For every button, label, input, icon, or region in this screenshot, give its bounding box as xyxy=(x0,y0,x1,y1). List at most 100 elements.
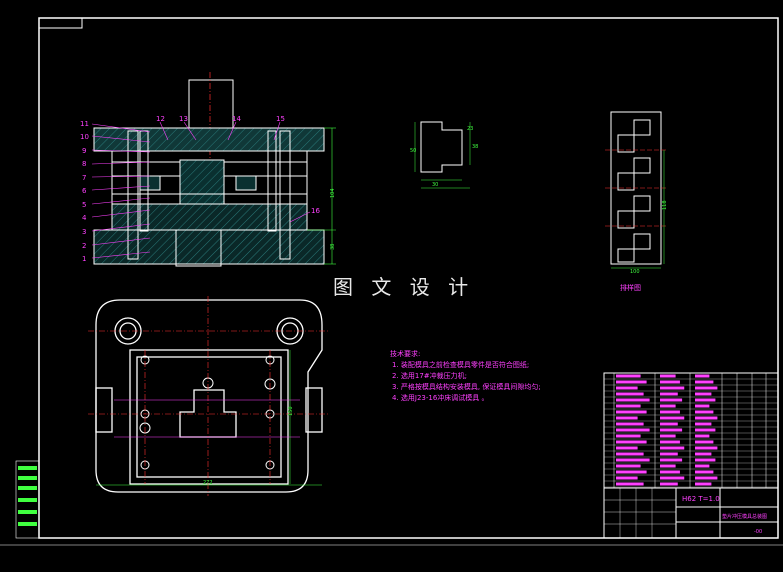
bom-entry xyxy=(695,422,712,426)
bom-entry xyxy=(695,482,712,486)
bom-entry xyxy=(695,446,718,450)
bom-entry xyxy=(616,398,650,402)
sheet-border xyxy=(38,17,779,539)
bom-entry xyxy=(616,422,644,426)
section-view xyxy=(93,72,325,267)
bom-entry xyxy=(616,428,650,432)
part-number: 10 xyxy=(80,133,89,141)
title-sheet-code: -00 xyxy=(754,529,762,535)
bom-entry xyxy=(616,380,647,384)
bom-entry xyxy=(695,416,718,420)
bom-entry xyxy=(695,470,714,474)
bom-entry xyxy=(616,452,644,456)
bom-entry xyxy=(616,386,638,390)
note-item: 2. 选用17#冲裁压力机; xyxy=(392,371,467,380)
plan-holes xyxy=(139,355,276,470)
part-number: 5 xyxy=(82,201,86,209)
left-revision-strip xyxy=(15,460,40,539)
bom-entry xyxy=(660,404,676,408)
bom-entry xyxy=(660,446,685,450)
bom-entry xyxy=(695,464,710,468)
bom-entry xyxy=(660,482,678,486)
section-leaders xyxy=(91,121,311,259)
bom-entry xyxy=(660,416,685,420)
dim-label: 100 xyxy=(630,269,640,275)
bom-entry xyxy=(660,428,683,432)
dim-label: 104 xyxy=(330,188,336,198)
bom-entry xyxy=(695,374,710,378)
bom-entry xyxy=(660,392,678,396)
bom-entry xyxy=(660,434,676,438)
part-number: 6 xyxy=(82,187,87,195)
note-item: 1. 装配模具之前检查模具零件是否符合图纸; xyxy=(392,360,529,369)
bom-entry xyxy=(660,476,685,480)
bom-entry xyxy=(616,440,647,444)
bom-entry xyxy=(660,374,676,378)
part-number: 4 xyxy=(82,214,87,222)
bom-entry xyxy=(660,386,685,390)
bom-entry xyxy=(660,422,678,426)
part-number: 12 xyxy=(156,115,165,123)
bom-grid xyxy=(613,373,767,488)
bom-entry xyxy=(616,416,638,420)
bom-entry xyxy=(695,404,710,408)
section-part-numbers: 11 10 9 8 7 6 5 4 3 2 1 12 13 14 15 16 xyxy=(80,115,320,263)
bom-entry xyxy=(695,398,716,402)
plan-dims xyxy=(114,399,300,438)
bom-rows xyxy=(604,378,778,488)
bom-entry xyxy=(695,410,714,414)
bom-entry xyxy=(660,440,680,444)
part-number: 1 xyxy=(82,255,86,263)
bom-entry xyxy=(616,464,641,468)
bom-entry xyxy=(695,428,716,432)
title-block xyxy=(603,372,779,539)
dim-label: 118 xyxy=(662,200,668,210)
strip-center-lines xyxy=(605,149,668,227)
bom-entry xyxy=(616,482,644,486)
bom-entry xyxy=(695,452,712,456)
bom-entry xyxy=(616,458,650,462)
dim-label: 272 xyxy=(203,480,213,486)
dim-label: 150 xyxy=(288,406,294,416)
plan-view xyxy=(95,299,323,493)
part-number: 8 xyxy=(82,160,86,168)
part-number: 11 xyxy=(80,120,89,128)
top-left-tab xyxy=(38,17,83,29)
bom-entry xyxy=(616,410,647,414)
strip-dims xyxy=(611,150,665,269)
part-number: 13 xyxy=(179,115,188,123)
part-detail xyxy=(420,121,463,173)
dim-label: 38 xyxy=(330,244,336,250)
bom-entry xyxy=(616,476,638,480)
strip-layout xyxy=(610,111,662,265)
part-number: 15 xyxy=(276,115,285,123)
part-number: 9 xyxy=(82,147,86,155)
bom-entry xyxy=(616,404,641,408)
section-dimensions xyxy=(307,127,336,265)
bom-entry xyxy=(695,434,710,438)
part-detail-dims xyxy=(414,122,471,189)
bom-entry xyxy=(616,434,641,438)
bom-entry xyxy=(616,392,644,396)
bom-entry xyxy=(695,380,714,384)
bom-entry xyxy=(660,452,678,456)
watermark-text: 图 文 设 计 xyxy=(333,275,474,299)
title-material: H62 T=1.0 xyxy=(682,495,720,503)
notes-heading: 技术要求: xyxy=(390,349,420,358)
bom-entry xyxy=(660,464,676,468)
dim-label: 50 xyxy=(410,148,416,154)
title-lower-grid xyxy=(604,488,676,538)
bom-entry xyxy=(695,386,718,390)
bom-entry xyxy=(695,476,718,480)
dim-label: 30 xyxy=(432,182,438,188)
bom-entry xyxy=(616,374,641,378)
plan-dims-green xyxy=(96,350,322,486)
note-item: 3. 严格按模具结构安装模具, 保证模具间隙均匀; xyxy=(392,382,541,391)
plan-center-lines xyxy=(88,296,330,496)
part-number: 3 xyxy=(82,228,86,236)
bom-entry xyxy=(695,458,716,462)
part-number: 2 xyxy=(82,242,86,250)
bom-entry xyxy=(695,392,712,396)
title-drawing-name: 垫片冲压模具总装图 xyxy=(722,513,767,520)
